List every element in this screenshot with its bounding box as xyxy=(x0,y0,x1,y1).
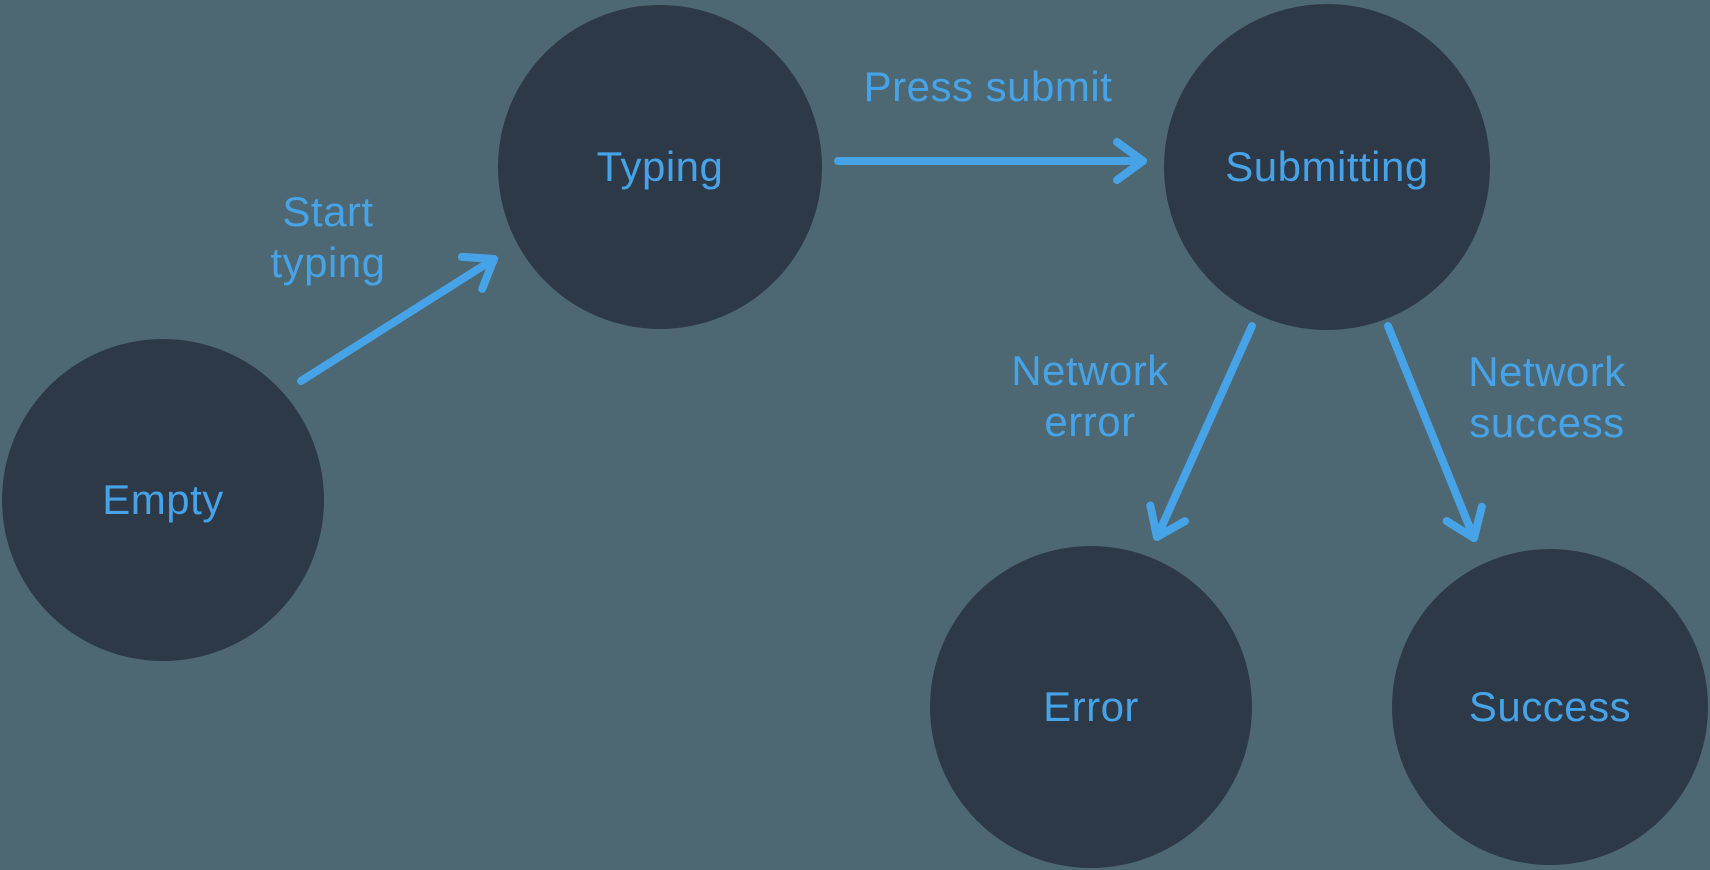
transition-label-network-error-line1: Network xyxy=(1011,347,1169,394)
state-node-label-typing: Typing xyxy=(597,143,724,190)
state-node-label-submitting: Submitting xyxy=(1225,143,1428,190)
transition-label-start-typing-line2: typing xyxy=(270,239,385,286)
transition-label-network-error-line2: error xyxy=(1044,398,1135,445)
transition-arrow-start-typing xyxy=(297,252,498,385)
state-node-error xyxy=(930,546,1252,868)
state-node-label-empty: Empty xyxy=(102,476,224,523)
transition-label-start-typing-line1: Start xyxy=(282,188,373,235)
transition-arrow-network-success xyxy=(1384,322,1486,542)
transition-arrow-network-error xyxy=(1146,322,1256,541)
transition-label-press-submit-line1: Press submit xyxy=(864,63,1113,110)
transition-label-network-success-line1: Network xyxy=(1468,348,1626,395)
state-node-empty xyxy=(2,339,324,661)
state-node-label-success: Success xyxy=(1469,683,1631,730)
state-node-typing xyxy=(498,5,822,329)
transition-label-network-success-line2: success xyxy=(1469,399,1624,446)
state-node-submitting xyxy=(1164,4,1490,330)
state-node-success xyxy=(1392,549,1708,865)
state-node-label-error: Error xyxy=(1043,683,1139,730)
